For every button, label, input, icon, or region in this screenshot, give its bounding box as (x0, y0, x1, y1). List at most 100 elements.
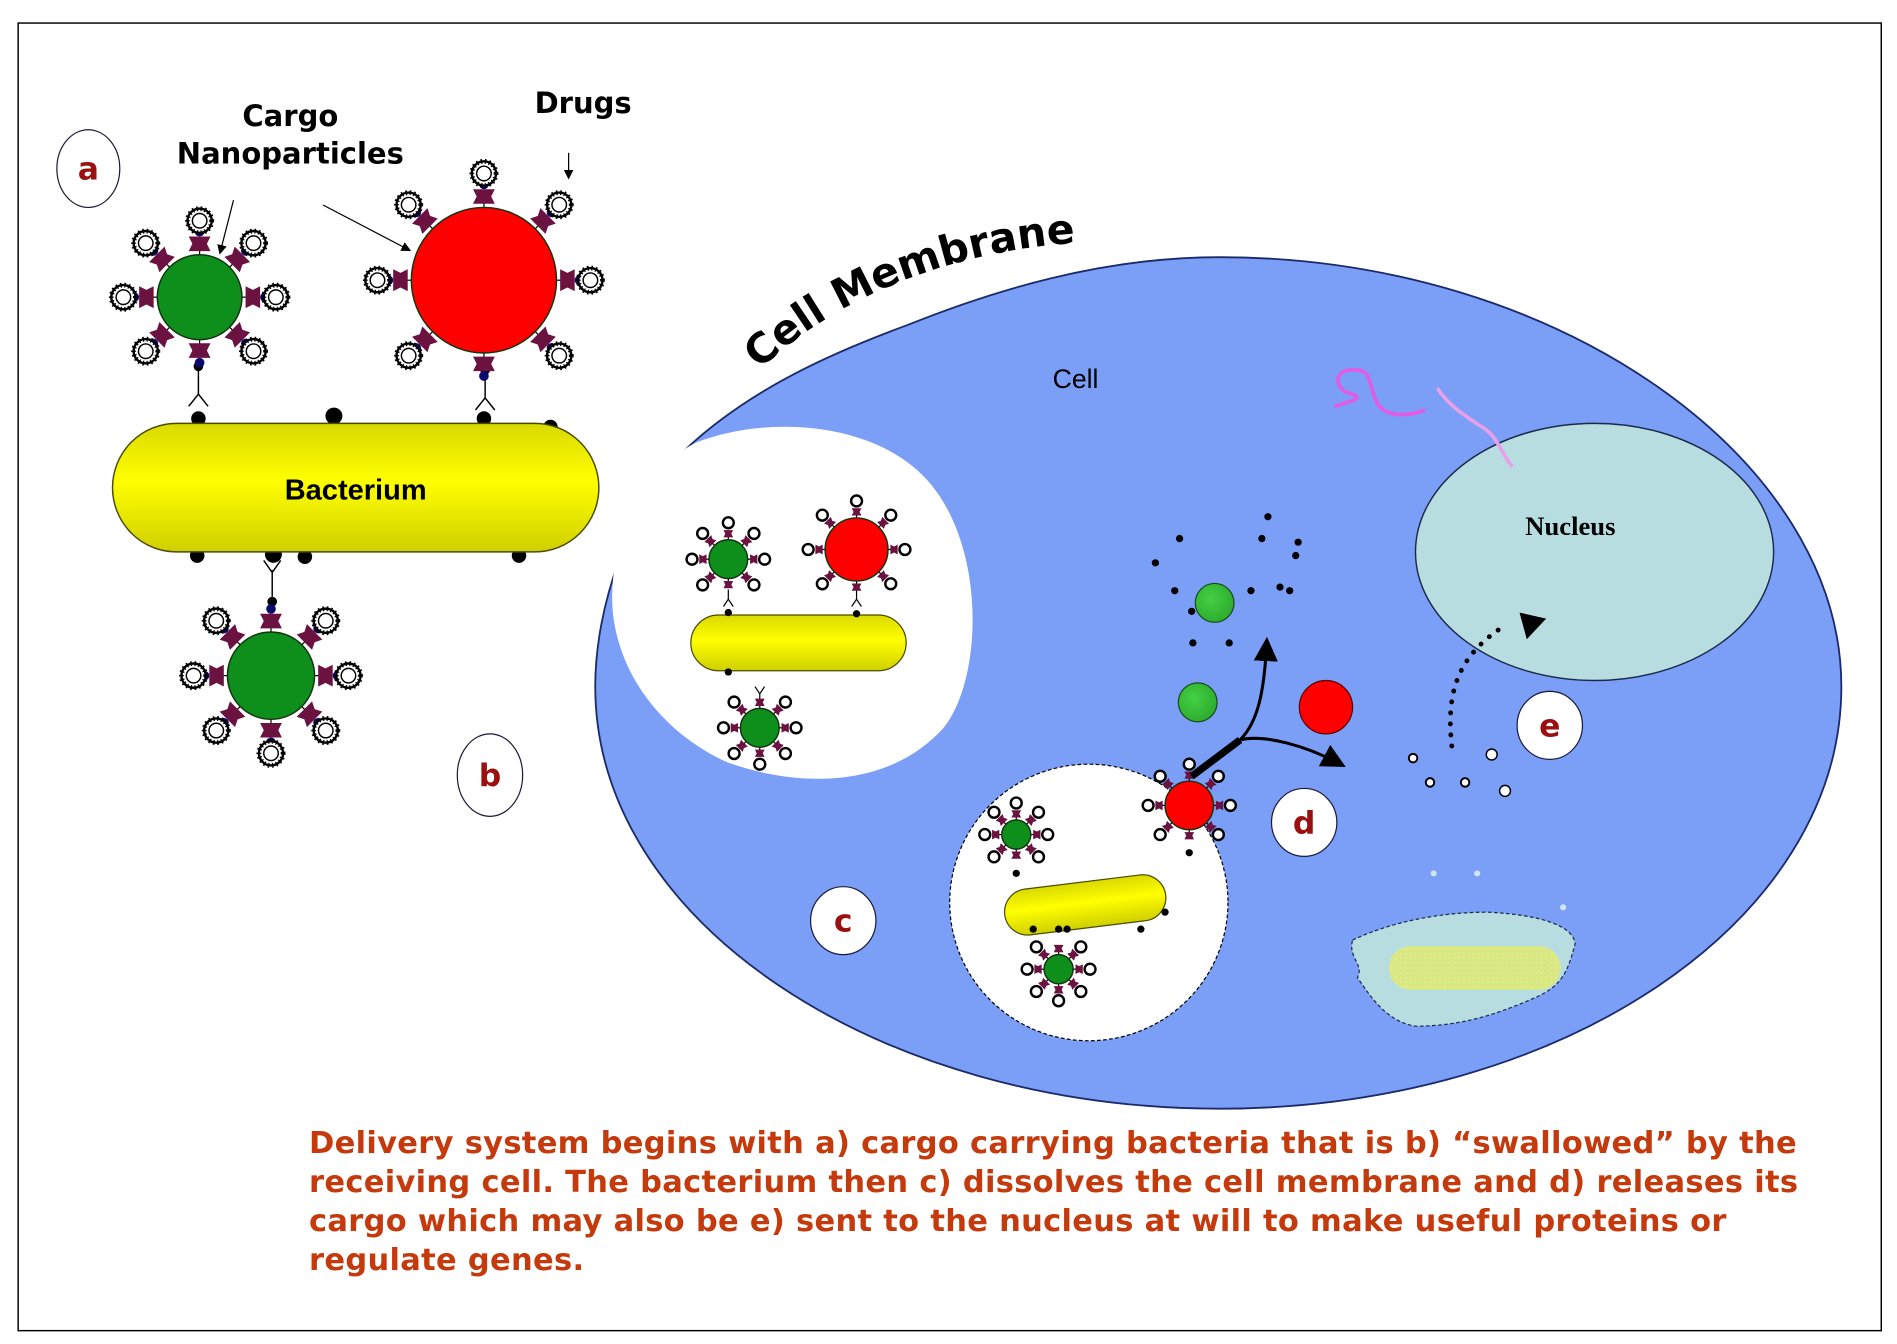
caption-line: cargo which may also be e) sent to the n… (309, 1204, 1727, 1239)
drug-ring-icon (757, 552, 772, 566)
nanoparticles-label: Nanoparticles (177, 137, 404, 171)
drug-ring-icon (397, 193, 421, 217)
drug-ring-icon (188, 209, 212, 233)
drug-ring-icon (241, 339, 265, 363)
drug-ring-icon (472, 161, 496, 185)
drug-dot (1247, 587, 1255, 595)
released-cargo (1151, 513, 1547, 798)
drug-dot (1189, 639, 1197, 647)
red-nanoparticle (801, 494, 912, 591)
cell-label: Cell (1053, 364, 1099, 394)
green-nanoparticle (181, 604, 360, 765)
nanoparticle-core (226, 631, 316, 721)
drugs-label: Drugs (535, 86, 632, 120)
step-marker-a: a (56, 129, 121, 209)
debris-dot (1474, 870, 1481, 877)
green-nanoparticle (111, 209, 288, 368)
nanoparticle-core (410, 206, 558, 354)
antibody-linker-icon (188, 369, 496, 597)
drug-ring-icon (111, 285, 135, 309)
drug-dot (1292, 551, 1300, 560)
drug-ring-icon (547, 344, 571, 368)
green-nanoparticle (716, 695, 803, 771)
caption-line: Delivery system begins with a) cargo car… (309, 1126, 1798, 1161)
step-marker-b: b (456, 733, 524, 817)
drug-dot (1286, 587, 1294, 595)
drug-ring-icon (727, 695, 741, 709)
nucleus-label: Nucleus (1525, 511, 1615, 541)
nanoparticle-core (156, 254, 243, 341)
nucleus (1414, 422, 1775, 682)
drug-ring-icon (716, 721, 731, 735)
nanoparticle-core (824, 517, 889, 582)
nucleus-import-arrow-icon (1447, 622, 1509, 749)
drug-ring-icon (1041, 827, 1055, 842)
drug-ring-icon (978, 827, 992, 842)
drug-ring-icon (397, 344, 421, 368)
step-marker-e: e (1516, 690, 1584, 760)
bacterium-body (111, 422, 600, 553)
drug-ring-icon (727, 746, 741, 761)
drug-ring-icon (336, 664, 360, 688)
released-green-particle (1194, 582, 1235, 623)
step-letter: d (1293, 805, 1316, 841)
drug-ring-icon (204, 609, 228, 633)
step-letter: a (78, 151, 99, 187)
drug-ring-icon (753, 757, 767, 771)
drug-ring-icon (1029, 984, 1044, 999)
step-letter: c (834, 904, 853, 940)
drug-ring-icon (815, 577, 829, 591)
drug-ring-icon (1153, 827, 1167, 842)
green-nanoparticle (978, 796, 1055, 864)
loaded-bacterium: Bacterium (111, 361, 600, 607)
drug-ring-icon (987, 850, 1001, 864)
drug-ring-icon (204, 718, 228, 742)
drug-ring-icon (314, 718, 338, 742)
drug-ring-icon (695, 578, 710, 592)
mrna-strand-light-icon (1435, 387, 1514, 469)
drug-ring-icon (1223, 798, 1238, 813)
drug-ring-icon (259, 741, 283, 765)
green-nanoparticle (1020, 940, 1097, 1008)
drug-ring-icon (721, 516, 735, 530)
cargo-label: Cargo (242, 99, 338, 133)
bacterium-label: Bacterium (285, 475, 427, 507)
drug-ring-icon (1182, 757, 1196, 771)
pointer-arrows (217, 152, 574, 255)
nanoparticle-core (739, 707, 780, 748)
drug-ring-icon (241, 231, 265, 255)
drug-ring-icon (365, 268, 389, 292)
drug-ring-icon (747, 526, 761, 541)
cargo-nanoparticles (111, 161, 602, 765)
drug-ring-icon (547, 193, 571, 217)
step-letter: e (1539, 708, 1560, 744)
drug-ring-icon (1031, 805, 1046, 819)
nanoparticle-core (1001, 819, 1032, 850)
drug-ring-icon (849, 494, 864, 508)
released-red-particle (1298, 679, 1354, 735)
drug-dot (1151, 559, 1160, 567)
nucleus-arrowhead-icon (1519, 612, 1547, 640)
drug-dot (1188, 607, 1196, 615)
drug-dot (1225, 639, 1233, 647)
drug-ring-icon (1029, 940, 1044, 954)
debris-dot (1560, 904, 1567, 911)
drug-ring-icon (578, 268, 602, 292)
drug-ring-icon (1074, 984, 1088, 999)
red-nanoparticle (365, 161, 602, 381)
drug-ring-icon (801, 542, 815, 557)
drug-ring-icon (134, 231, 158, 255)
drug-ring-icon (264, 285, 288, 309)
drug-dot (1294, 538, 1302, 546)
drug-ring-icon (898, 542, 912, 557)
debris-dot (1430, 870, 1437, 877)
small-nanoparticles (685, 494, 1238, 1008)
drug-ring-icon (1051, 994, 1066, 1008)
mrna-strand-icon (1333, 368, 1426, 417)
drug-ring-icon (695, 526, 710, 541)
release-arrow-main-icon (1189, 737, 1243, 780)
nanoparticle-core (1043, 953, 1074, 985)
drug-rings (1407, 748, 1512, 798)
step-letter: b (479, 758, 502, 794)
release-arrow-up-icon (1238, 636, 1278, 741)
